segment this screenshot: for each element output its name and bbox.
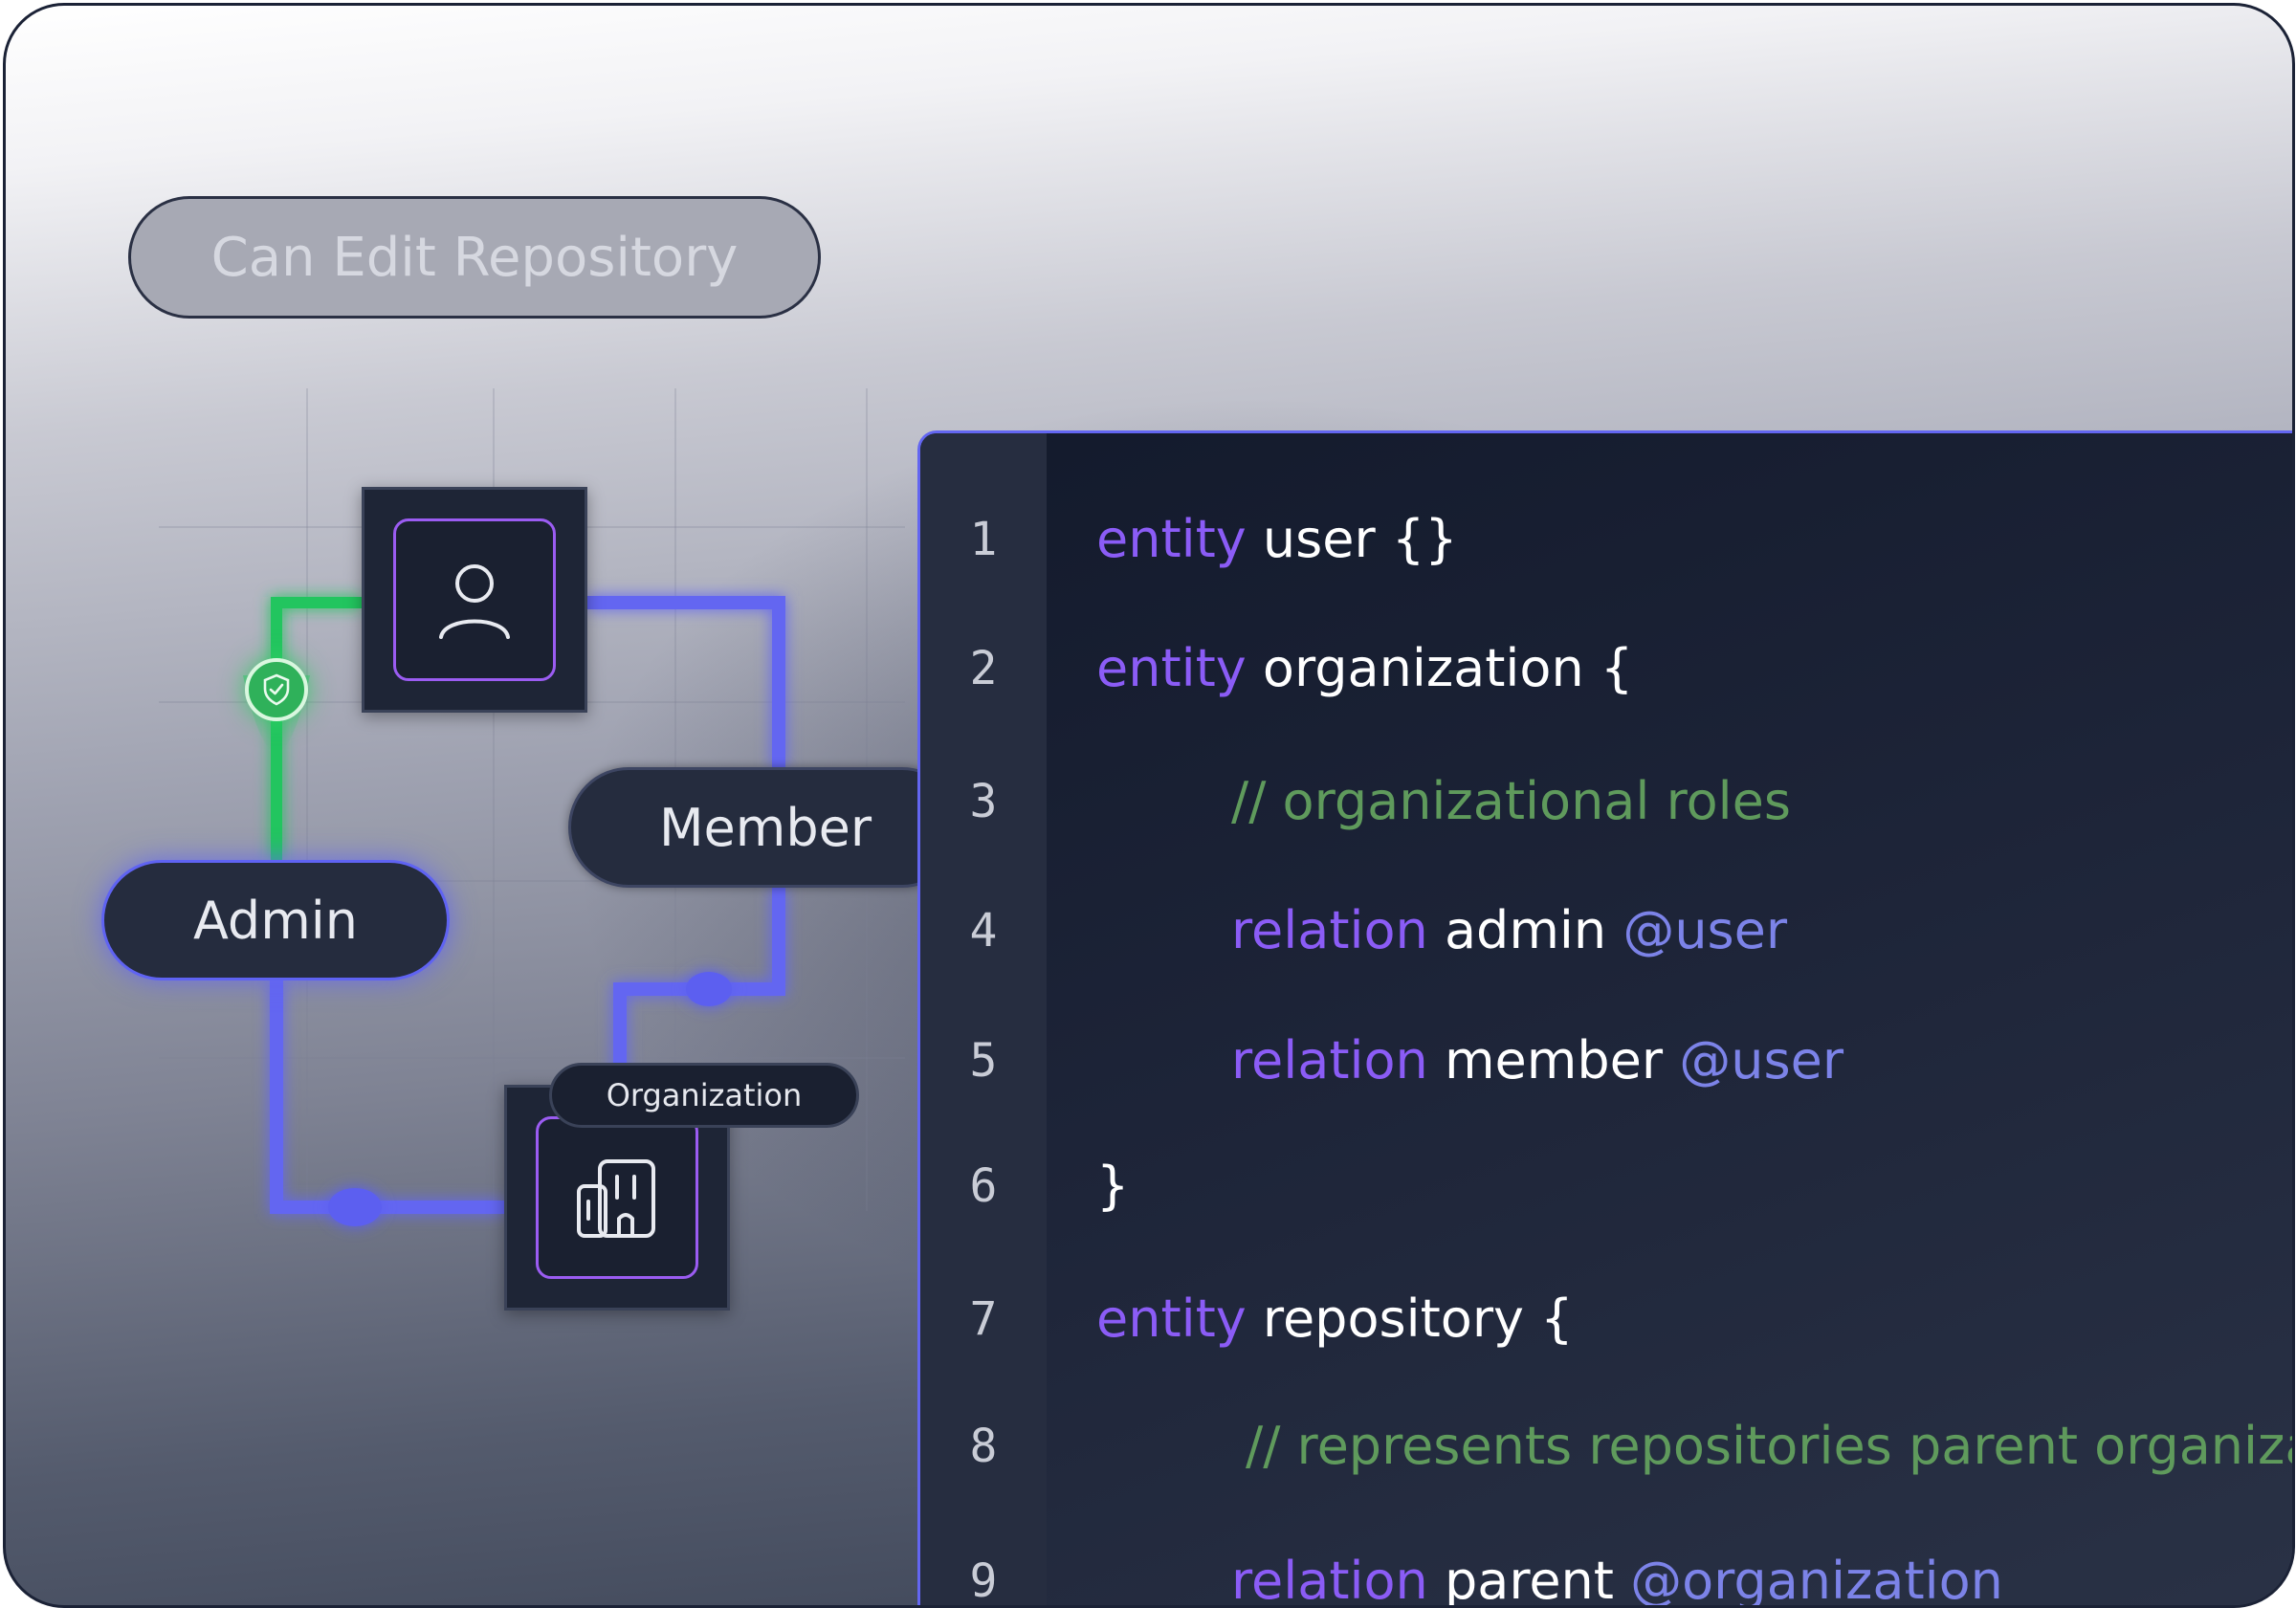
keyword: entity [1096, 638, 1247, 698]
blue-connector-dot [328, 1188, 382, 1226]
line-number: 8 [969, 1420, 998, 1473]
closing-brace: } [1096, 1156, 1130, 1216]
code-text: entity organization { [1096, 630, 1633, 707]
code-line: 3 // organizational roles [920, 763, 2292, 840]
line-number: 5 [969, 1034, 998, 1088]
diagram-card: Can Edit Repository Admin Member [3, 3, 2295, 1608]
green-connector [271, 597, 362, 860]
type-reference: @user [1679, 1030, 1844, 1090]
type-reference: @user [1623, 900, 1788, 960]
code-text: entity repository { [1096, 1281, 1574, 1357]
code-text: } [1096, 1148, 1129, 1224]
keyword: entity [1096, 1289, 1247, 1349]
code-line: 6 } [920, 1148, 2292, 1224]
user-node [362, 487, 587, 713]
line-number: 1 [969, 513, 998, 566]
code-text: entity user {} [1096, 501, 1458, 578]
keyword: relation [1231, 1551, 1428, 1608]
line-number: 6 [969, 1159, 998, 1213]
role-member: Member [568, 767, 962, 888]
user-icon [439, 564, 510, 639]
keyword: relation [1231, 1030, 1428, 1090]
identifier: parent [1427, 1551, 1631, 1608]
identifier: admin [1427, 900, 1623, 960]
permission-can-edit-repository: Can Edit Repository [128, 196, 821, 319]
line-number: 9 [969, 1554, 998, 1608]
blue-connector-dot [686, 972, 732, 1006]
shield-check-icon [245, 658, 308, 721]
code-editor: 1 entity user {} 2 entity organization {… [917, 430, 2292, 1608]
code-line: 1 entity user {} [920, 501, 2292, 578]
keyword: entity [1096, 509, 1247, 569]
identifier: repository { [1246, 1289, 1574, 1349]
line-number-gutter [920, 433, 1047, 1605]
code-comment: // organizational roles [1231, 771, 1791, 831]
code-line: 7 entity repository { [920, 1281, 2292, 1357]
type-reference: @organization [1630, 1551, 2003, 1608]
line-number: 7 [969, 1292, 998, 1346]
code-text: relation parent @organization [1231, 1543, 2003, 1608]
identifier: user {} [1246, 509, 1458, 569]
organization-node-label: Organization [549, 1063, 859, 1128]
line-number: 3 [969, 775, 998, 828]
code-comment: // represents repositories parent organi… [1246, 1416, 2292, 1476]
line-number: 4 [969, 904, 998, 958]
code-text: relation admin @user [1231, 892, 1787, 969]
code-line: 4 relation admin @user [920, 892, 2292, 969]
identifier: member [1427, 1030, 1680, 1090]
keyword: relation [1231, 900, 1428, 960]
code-line: 9 relation parent @organization [920, 1543, 2292, 1608]
code-line: 8 // represents repositories parent orga… [920, 1408, 2292, 1485]
code-text: relation member @user [1231, 1023, 1843, 1099]
line-number: 2 [969, 642, 998, 695]
code-line: 2 entity organization { [920, 630, 2292, 707]
blue-connector-member [587, 596, 785, 767]
blue-connector-admin [270, 980, 504, 1214]
role-admin: Admin [101, 860, 450, 980]
identifier: organization { [1246, 638, 1634, 698]
building-icon [577, 1159, 655, 1238]
organization-node-inner [536, 1116, 698, 1279]
code-line: 5 relation member @user [920, 1023, 2292, 1099]
user-node-inner [393, 518, 556, 681]
